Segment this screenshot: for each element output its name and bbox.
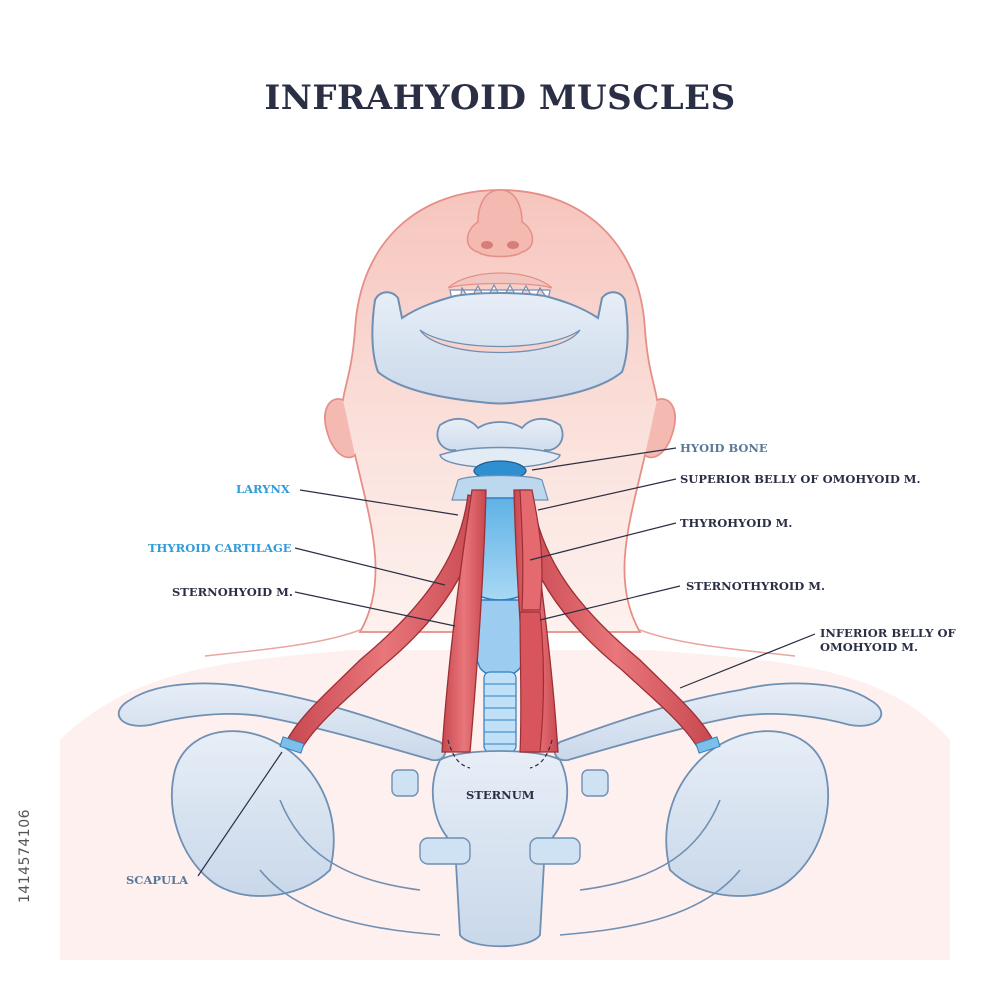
label-sternohyoid: STERNOHYOID M. (172, 585, 293, 599)
leader-lines (197, 447, 816, 877)
label-sternothyroid: STERNOTHYROID M. (686, 579, 826, 593)
sternal-attachment-dashes (447, 739, 553, 769)
label-inferior-belly-omohyoid: INFERIOR BELLY OF OMOHYOID M. (820, 626, 956, 654)
label-thyrohyoid: THYROHYOID M. (680, 516, 793, 530)
mandible (371, 291, 629, 405)
label-sternum: STERNUM (466, 788, 535, 802)
clavicles (117, 682, 883, 762)
trachea (483, 671, 517, 753)
label-larynx: LARYNX (236, 482, 290, 496)
hyoid-bone (436, 418, 564, 469)
label-superior-belly-omohyoid: SUPERIOR BELLY OF OMOHYOID M. (680, 472, 921, 486)
thyrohyoid-sternothyroid (519, 489, 544, 753)
omohyoid-right (517, 494, 721, 754)
head-neck-outline (324, 189, 676, 633)
page-title: INFRAHYOID MUSCLES (264, 78, 736, 118)
label-hyoid-bone: HYOID BONE (680, 441, 768, 455)
nose (466, 189, 534, 258)
label-thyroid-cartilage: THYROID CARTILAGE (148, 541, 292, 555)
omohyoid-left (279, 494, 483, 754)
stock-image-id: 1414574106 (17, 808, 33, 904)
label-scapula: SCAPULA (126, 873, 189, 887)
